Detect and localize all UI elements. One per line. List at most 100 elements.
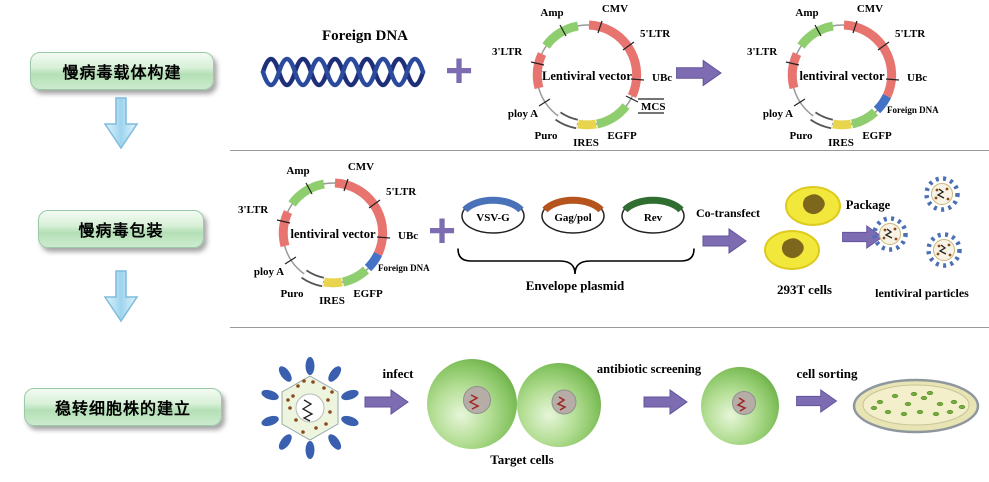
plasmid-label-cmv: CMV [857,3,883,15]
virus-particle [924,176,960,212]
lentiviral-particles-label: lentiviral particles [875,286,969,300]
virus-particle [926,232,962,268]
cell-sorting-label: cell sorting [796,366,858,381]
plasmid-label-ltr5: 5'LTR [386,186,417,198]
plasmid-label-ltr5: 5'LTR [640,28,671,40]
plasmid-label-ubc: UBc [652,72,672,84]
capsule-arc-blue [462,196,524,213]
target-cell [427,359,517,449]
virus-particle [872,216,908,252]
segment-cmv-ltr5 [843,20,897,98]
virus-proteins [286,379,334,434]
brace-path [457,248,695,275]
right-arrow-icon [702,228,747,254]
lentiviral-particles-icon [872,176,962,268]
down-arrow-icon [103,270,139,323]
segment-puro [302,271,324,286]
right-arrow-shape [796,388,838,414]
segment-cmv-ltr5 [588,20,642,98]
plasmid-label-ltr3: 3'LTR [747,46,778,58]
virus-rna-squiggle [301,399,314,422]
cell-nucleus [463,386,491,414]
plasmid-with-foreign-dna: Amp CMV 5'LTR UBc Foreign DNA EGFP IRES … [747,3,939,149]
cell-nucleus [781,238,804,259]
plasmid-label-ltr3: 3'LTR [492,46,523,58]
virus-particle-large [261,357,359,459]
down-arrow-shape [103,97,139,150]
right-arrow-shape [676,59,722,87]
right-arrow-shape [702,228,747,254]
envelope-plasmid-vsvg: VSV-G [461,196,525,234]
target-cells-label: Target cells [490,452,554,467]
petri-dish-icon [852,378,980,434]
segment-ltr3 [278,210,293,248]
segment-puro [811,113,833,128]
right-arrow-icon [364,389,409,415]
segment-puro [556,113,578,128]
right-arrow-shape [643,389,688,415]
plus-sign: + [428,205,457,258]
viral-rna-squiggle [736,397,747,412]
plasmid-label-polya: ploy A [508,108,538,120]
segment-ltr3 [787,52,802,90]
step-button-vector-construction: 慢病毒载体构建 [30,52,214,90]
envelope-plasmid-gagpol: Gag/pol [541,196,605,234]
plasmid-label-ires: IRES [573,137,599,149]
plasmid-label-amp: Amp [286,165,309,177]
plasmid-ticks [276,178,391,265]
right-arrow-icon [796,388,838,414]
plasmid-label-puro: Puro [789,130,813,142]
cotransfect-label: Co-transfect [696,206,760,220]
plasmid-label-puro: Puro [280,288,304,300]
step-button-packaging: 慢病毒包装 [38,210,204,248]
segment-egfp [595,103,630,129]
plasmid-label-amp: Amp [540,7,563,19]
plasmid-label-ltr3: 3'LTR [238,204,269,216]
cell-nucleus [551,389,577,415]
cell-nucleus [732,391,756,415]
cell-nucleus [802,194,825,215]
curly-brace-icon [457,248,695,275]
right-arrow-shape [842,224,884,250]
plasmid-label-polya: ploy A [254,266,284,278]
segment-ltr3 [532,52,547,90]
capsule-arc-brown [542,196,604,213]
right-arrow-icon [842,224,884,250]
down-arrow-shape [103,270,139,323]
infect-label: infect [382,366,414,381]
plasmid-label-cmv: CMV [602,3,628,15]
plasmid-label-mcs: MCS [641,101,665,113]
plasmid-label-polya: ploy A [763,108,793,120]
dish-medium [862,384,970,426]
plasmid-with-foreign-dna: Amp CMV 5'LTR UBc Foreign DNA EGFP IRES … [238,161,430,307]
plasmid-title: lentiviral vector [290,227,375,241]
segment-egfp [850,108,879,129]
step-button-stable-cell-line: 稳转细胞株的建立 [24,388,222,426]
segment-foreign-dna [873,93,892,114]
plasmid-label-ubc: UBc [907,72,927,84]
foreign-dna-title: Foreign DNA [322,28,408,44]
plasmid-ticks [785,20,900,107]
virus-spikes [261,357,359,459]
vsvg-label: VSV-G [476,212,510,224]
plasmid-label-cmv: CMV [348,161,374,173]
293t-cells-label: 293T cells [776,282,832,297]
plasmid-label-egfp: EGFP [353,288,383,300]
package-label: Package [845,198,891,212]
envelope-plasmid-rev: Rev [621,196,685,234]
plasmid-ticks [530,20,664,114]
rev-label: Rev [644,212,663,224]
sorted-cells [870,390,966,417]
plasmid-title: Lentiviral vector [542,69,632,83]
293t-cells-icon [764,186,841,270]
row-divider-2 [230,327,989,328]
right-arrow-shape [364,389,409,415]
gagpol-label: Gag/pol [554,212,591,224]
plasmid-label-ubc: UBc [398,230,418,242]
plasmid-lentiviral-vector: Amp CMV 5'LTR UBc MCS EGFP IRES Puro plo… [492,3,672,149]
antibiotic-screening-label: antibiotic screening [596,362,702,376]
segment-foreign-dna [364,251,383,272]
plasmid-label-puro: Puro [534,130,558,142]
segment-amp [542,21,579,49]
